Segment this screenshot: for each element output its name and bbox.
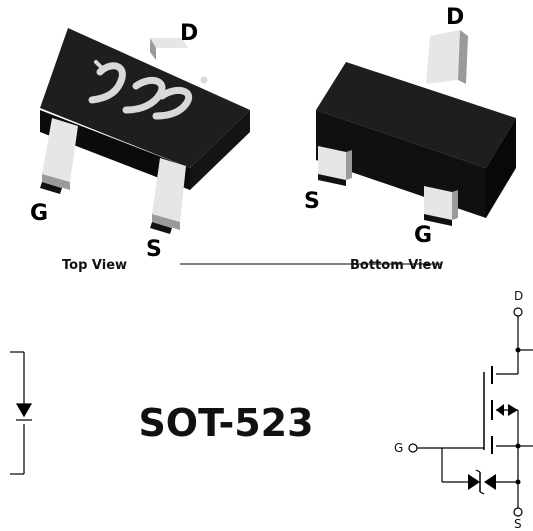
top-view-gate-label: G xyxy=(30,201,48,226)
pin1-dot xyxy=(200,76,208,84)
bottom-view-source-lead xyxy=(318,146,352,186)
top-view-drain-label: D xyxy=(180,21,198,46)
mosfet-schematic xyxy=(408,307,533,517)
drain-terminal xyxy=(513,307,523,317)
top-view-body-top xyxy=(40,28,250,168)
top-view-source-lead xyxy=(150,158,186,234)
top-view-package: D G S xyxy=(30,21,250,262)
package-title: SOT-523 xyxy=(138,401,313,445)
drain-pin-label: D xyxy=(514,289,523,303)
left-diode-symbol xyxy=(10,351,33,475)
top-view-source-label: S xyxy=(146,237,162,262)
gate-terminal xyxy=(408,443,418,453)
top-view-gate-lead xyxy=(40,118,78,194)
bottom-view-caption: Bottom View xyxy=(350,258,443,273)
bottom-view-body-side xyxy=(486,118,516,218)
bottom-view-body-top xyxy=(316,62,516,168)
top-view-body-side xyxy=(40,110,190,190)
gate-pin-label: G xyxy=(394,441,403,455)
top-view-caption: Top View xyxy=(62,258,127,273)
top-view-drain-lead xyxy=(150,38,188,60)
bottom-view-package: D S G xyxy=(304,5,516,248)
bottom-view-source-label: S xyxy=(304,189,320,214)
top-view-body-front xyxy=(190,110,250,190)
source-terminal xyxy=(513,507,523,517)
source-pin-label: S xyxy=(514,517,522,531)
bottom-view-gate-label: G xyxy=(414,223,432,248)
bottom-view-drain-label: D xyxy=(446,5,464,30)
manufacturer-logo xyxy=(88,60,192,120)
bottom-view-gate-lead xyxy=(424,186,458,226)
bottom-view-drain-lead xyxy=(426,30,468,84)
